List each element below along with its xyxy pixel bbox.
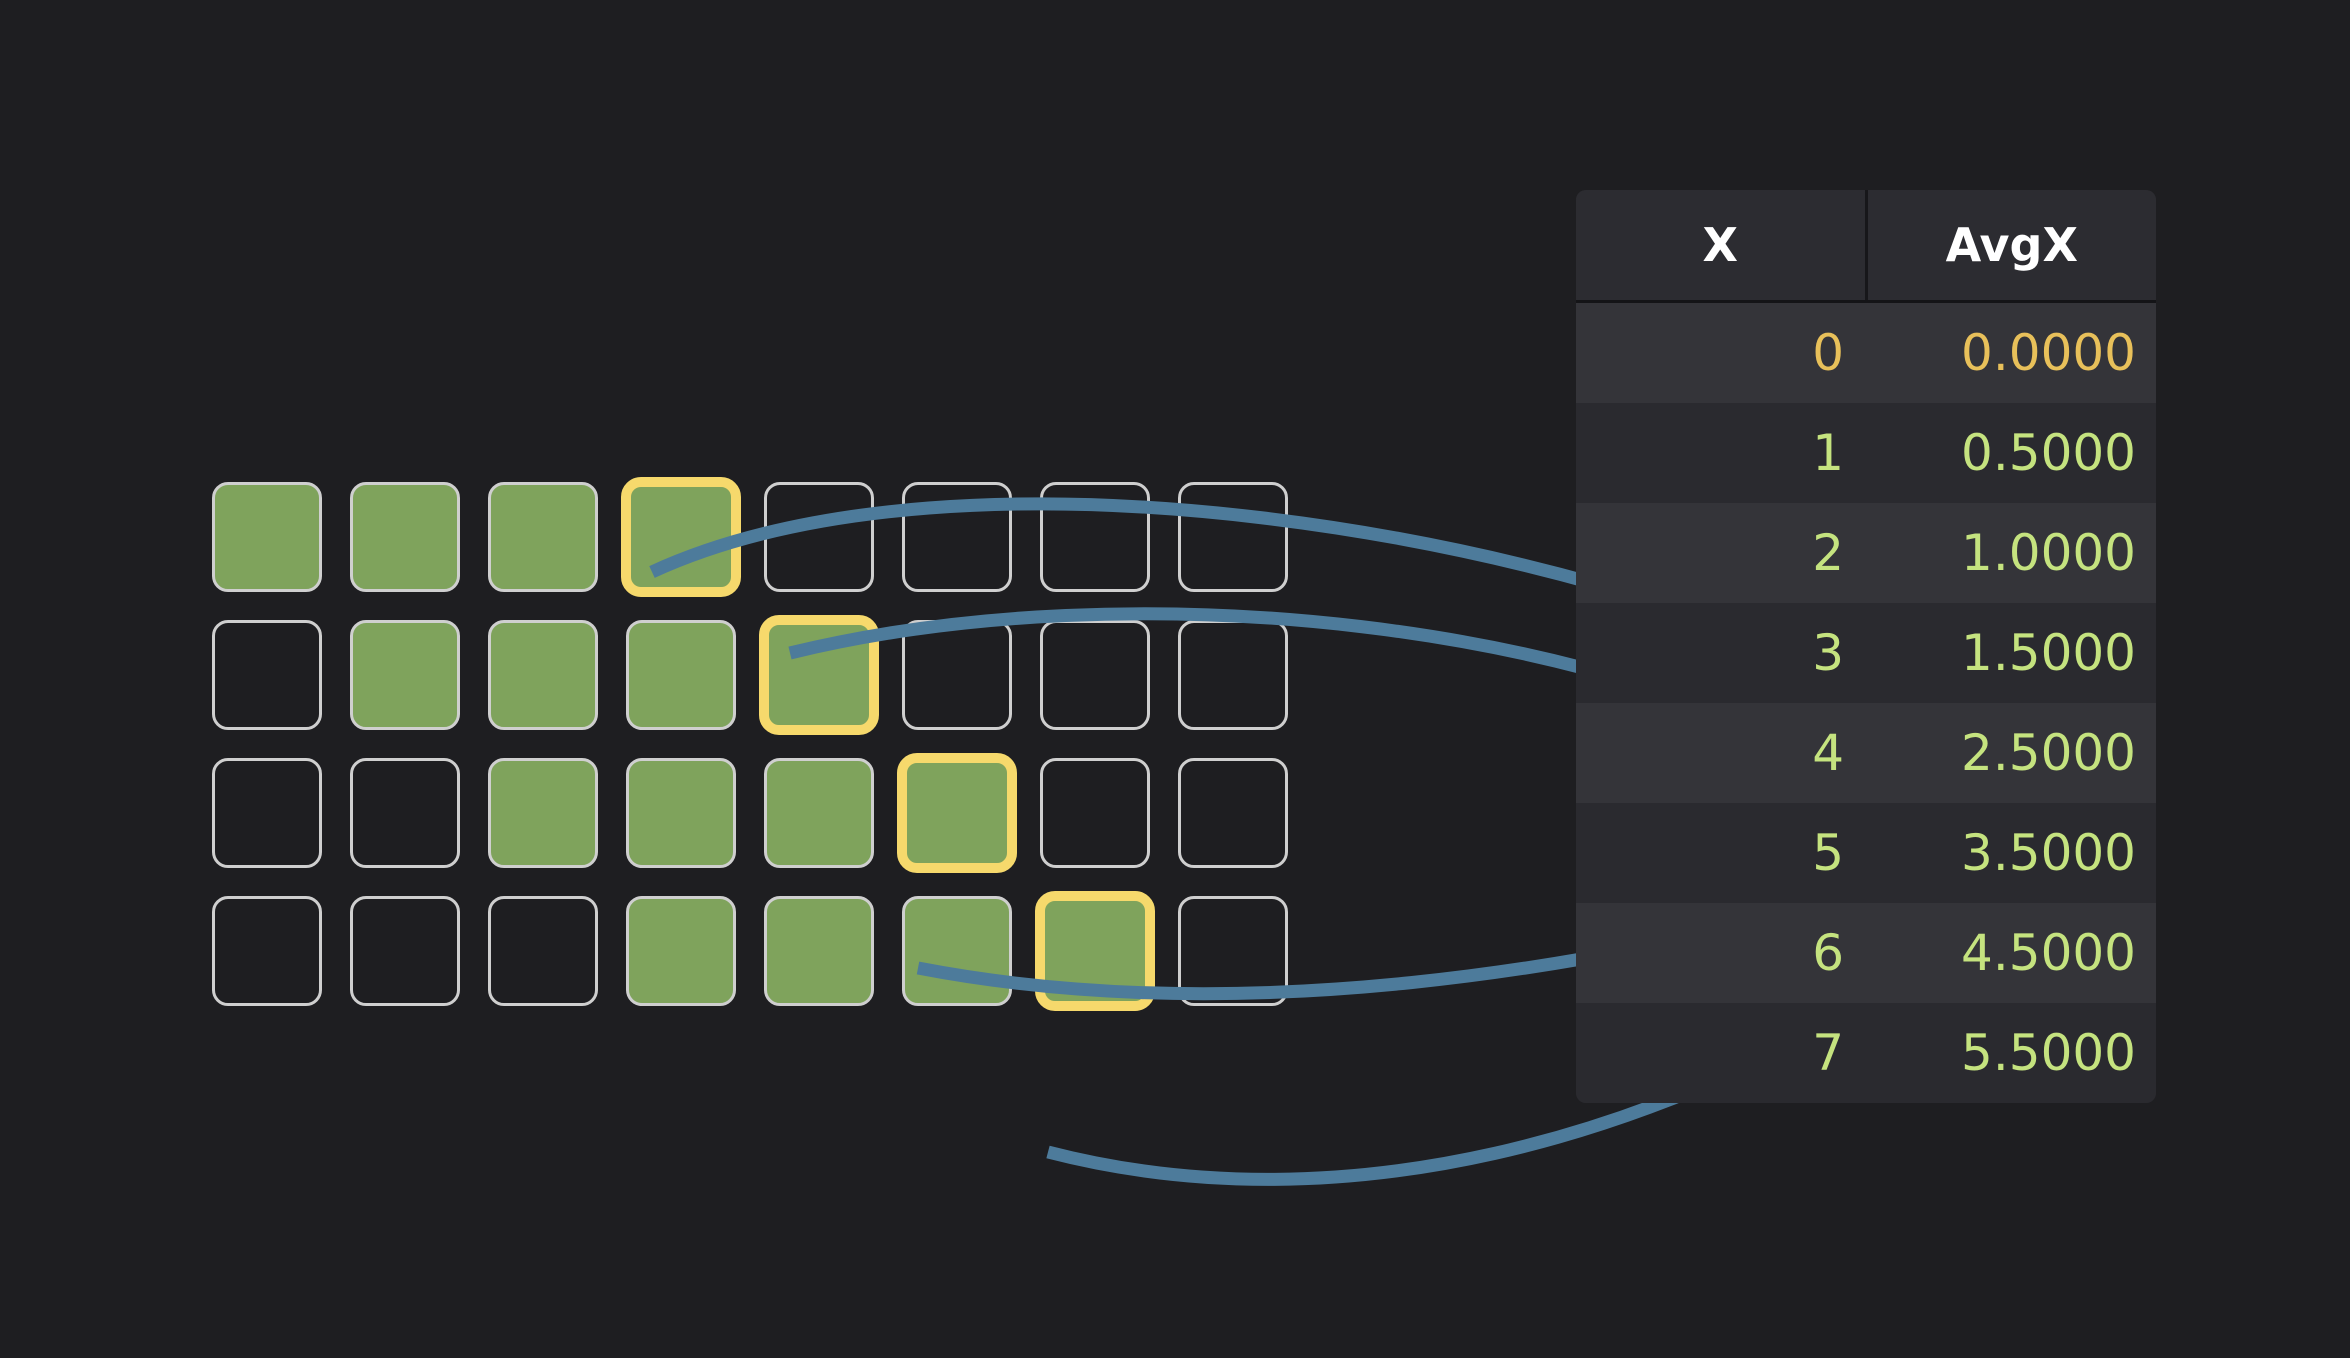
- grid-cell-filled[interactable]: [212, 482, 322, 592]
- column-header-avgx: AvgX: [1945, 218, 2078, 272]
- grid-cell-empty[interactable]: [1040, 482, 1150, 592]
- cell-avgx: 4.5000: [1961, 924, 2136, 982]
- grid-cell-filled[interactable]: [626, 896, 736, 1006]
- grid-cell-empty[interactable]: [902, 482, 1012, 592]
- grid-cell-empty[interactable]: [350, 758, 460, 868]
- grid-row: [212, 891, 1316, 1011]
- cell-x: 3: [1812, 624, 1844, 682]
- table-row[interactable]: 0 0.0000: [1576, 303, 2156, 403]
- grid-cell-filled[interactable]: [902, 896, 1012, 1006]
- table-row[interactable]: 2 1.0000: [1576, 503, 2156, 603]
- avgx-table: X AvgX 0 0.0000 1 0.5000 2 1.0000 3 1.5000 4 2.50…: [1576, 190, 2156, 1103]
- cell-avgx: 0.0000: [1961, 324, 2136, 382]
- grid-cell-highlighted[interactable]: [897, 753, 1017, 873]
- table-row[interactable]: 7 5.5000: [1576, 1003, 2156, 1103]
- grid-cell-empty[interactable]: [488, 896, 598, 1006]
- grid-row: [212, 753, 1316, 873]
- grid-cell-filled[interactable]: [350, 482, 460, 592]
- cell-x: 1: [1812, 424, 1844, 482]
- grid-cell-highlighted[interactable]: [1035, 891, 1155, 1011]
- grid-cell-empty[interactable]: [1178, 620, 1288, 730]
- table-row[interactable]: 3 1.5000: [1576, 603, 2156, 703]
- table-row[interactable]: 1 0.5000: [1576, 403, 2156, 503]
- table-row[interactable]: 4 2.5000: [1576, 703, 2156, 803]
- grid-cell-filled[interactable]: [488, 620, 598, 730]
- cell-avgx: 2.5000: [1961, 724, 2136, 782]
- grid-cell-empty[interactable]: [1178, 896, 1288, 1006]
- grid-cell-filled[interactable]: [764, 758, 874, 868]
- grid-cell-empty[interactable]: [1040, 620, 1150, 730]
- cell-avgx: 3.5000: [1961, 824, 2136, 882]
- grid-cell-empty[interactable]: [1178, 758, 1288, 868]
- table-header-row: X AvgX: [1576, 190, 2156, 300]
- grid-cell-empty[interactable]: [212, 620, 322, 730]
- cell-avgx: 0.5000: [1961, 424, 2136, 482]
- grid-cell-filled[interactable]: [350, 620, 460, 730]
- grid-cell-empty[interactable]: [350, 896, 460, 1006]
- grid-cell-filled[interactable]: [764, 896, 874, 1006]
- cell-avgx: 5.5000: [1961, 1024, 2136, 1082]
- grid-row: [212, 477, 1316, 597]
- grid-cell-filled[interactable]: [488, 482, 598, 592]
- grid-row: [212, 615, 1316, 735]
- grid-cell-empty[interactable]: [212, 758, 322, 868]
- cell-x: 6: [1812, 924, 1844, 982]
- grid-cell-filled[interactable]: [626, 758, 736, 868]
- grid-cell-empty[interactable]: [1040, 758, 1150, 868]
- cell-avgx: 1.0000: [1961, 524, 2136, 582]
- grid-cell-filled[interactable]: [488, 758, 598, 868]
- cell-x: 4: [1812, 724, 1844, 782]
- grid-cell-empty[interactable]: [1178, 482, 1288, 592]
- cell-x: 5: [1812, 824, 1844, 882]
- table-row[interactable]: 5 3.5000: [1576, 803, 2156, 903]
- cell-avgx: 1.5000: [1961, 624, 2136, 682]
- grid-cell-filled[interactable]: [626, 620, 736, 730]
- cell-x: 0: [1812, 324, 1844, 382]
- grid-cell-empty[interactable]: [212, 896, 322, 1006]
- grid-cell-highlighted[interactable]: [621, 477, 741, 597]
- column-header-x: X: [1576, 190, 1868, 300]
- grid-cell-empty[interactable]: [902, 620, 1012, 730]
- sliding-window-grid: [212, 477, 1316, 1034]
- table-row[interactable]: 6 4.5000: [1576, 903, 2156, 1003]
- grid-cell-highlighted[interactable]: [759, 615, 879, 735]
- cell-x: 7: [1812, 1024, 1844, 1082]
- cell-x: 2: [1812, 524, 1844, 582]
- grid-cell-empty[interactable]: [764, 482, 874, 592]
- table-body: 0 0.0000 1 0.5000 2 1.0000 3 1.5000 4 2.5000 5 3.50…: [1576, 300, 2156, 1103]
